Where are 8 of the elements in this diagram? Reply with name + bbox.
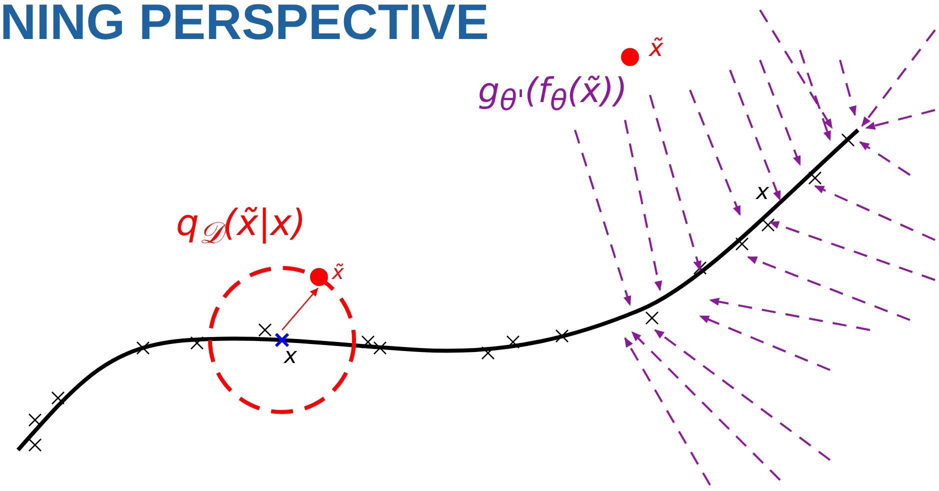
formula-label: g$_{θ'}$(f$_{θ}$(x̃)) — [478, 74, 628, 116]
symbol-label: x — [756, 182, 770, 204]
data-point: x — [270, 330, 306, 370]
heading: NING PERSPECTIVE — [0, 0, 489, 47]
noisy-point: x̃ — [619, 36, 671, 66]
formula-label: q$_{𝒟}$(x̃|x) — [176, 206, 306, 250]
noisy-point: x̃ — [308, 262, 354, 288]
arrow — [282, 288, 318, 330]
